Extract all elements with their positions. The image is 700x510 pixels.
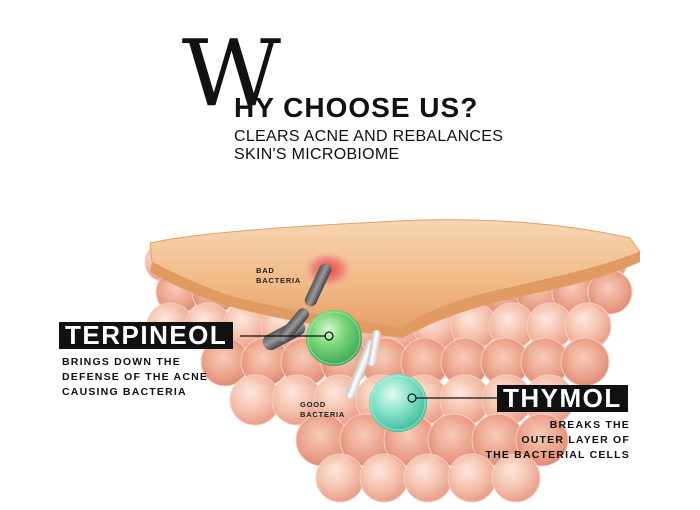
terpineol-leader-line [240,331,334,341]
bad-bacteria-label-line-1: BAD [256,266,275,275]
bad-bacteria-icon [262,263,332,351]
good-bacteria-label-line-2: BACTERIA [300,410,346,419]
subtitle-line-1: CLEARS ACNE AND REBALANCES [234,128,504,145]
thymol-description-line-1: BREAKS THE [549,419,630,431]
skin-cell [403,453,453,503]
skin-cell [515,413,569,467]
skin-cell [359,453,409,503]
good-bacteria-icon [345,329,381,399]
terpineol-title: TERPINEOL [59,321,234,350]
skin-cell [491,453,541,503]
thymol-leader-line [407,393,497,403]
thymol-description: BREAKS THE OUTER LAYER OF THE BACTERIAL … [485,418,630,463]
skin-top-edge [150,252,640,338]
good-bacteria-label: GOOD BACTERIA [300,400,345,420]
skin-cell [315,453,365,503]
skin-cell [560,337,610,387]
thymol-title: THYMOL [497,384,628,413]
terpineol-description: BRINGS DOWN THE DEFENSE OF THE ACNE CAUS… [62,355,208,400]
subtitle-line-2: SKIN'S MICROBIOME [234,146,400,163]
terpineol-description-line-2: DEFENSE OF THE ACNE [62,371,209,383]
thymol-molecule-icon [369,374,427,432]
bad-bacteria-label: BAD BACTERIA [256,266,301,286]
thymol-description-line-3: THE BACTERIAL CELLS [485,449,630,461]
terpineol-description-line-3: CAUSING BACTERIA [62,386,187,398]
page-title: HY CHOOSE US? [234,92,479,123]
terpineol-description-line-1: BRINGS DOWN THE [62,356,181,368]
bad-bacteria-label-line-2: BACTERIA [256,276,302,285]
title-big-letter: W [181,20,281,127]
good-bacteria-label-line-1: GOOD [300,400,327,409]
terpineol-molecule-icon [306,310,362,366]
thymol-description-line-2: OUTER LAYER OF [521,434,630,446]
